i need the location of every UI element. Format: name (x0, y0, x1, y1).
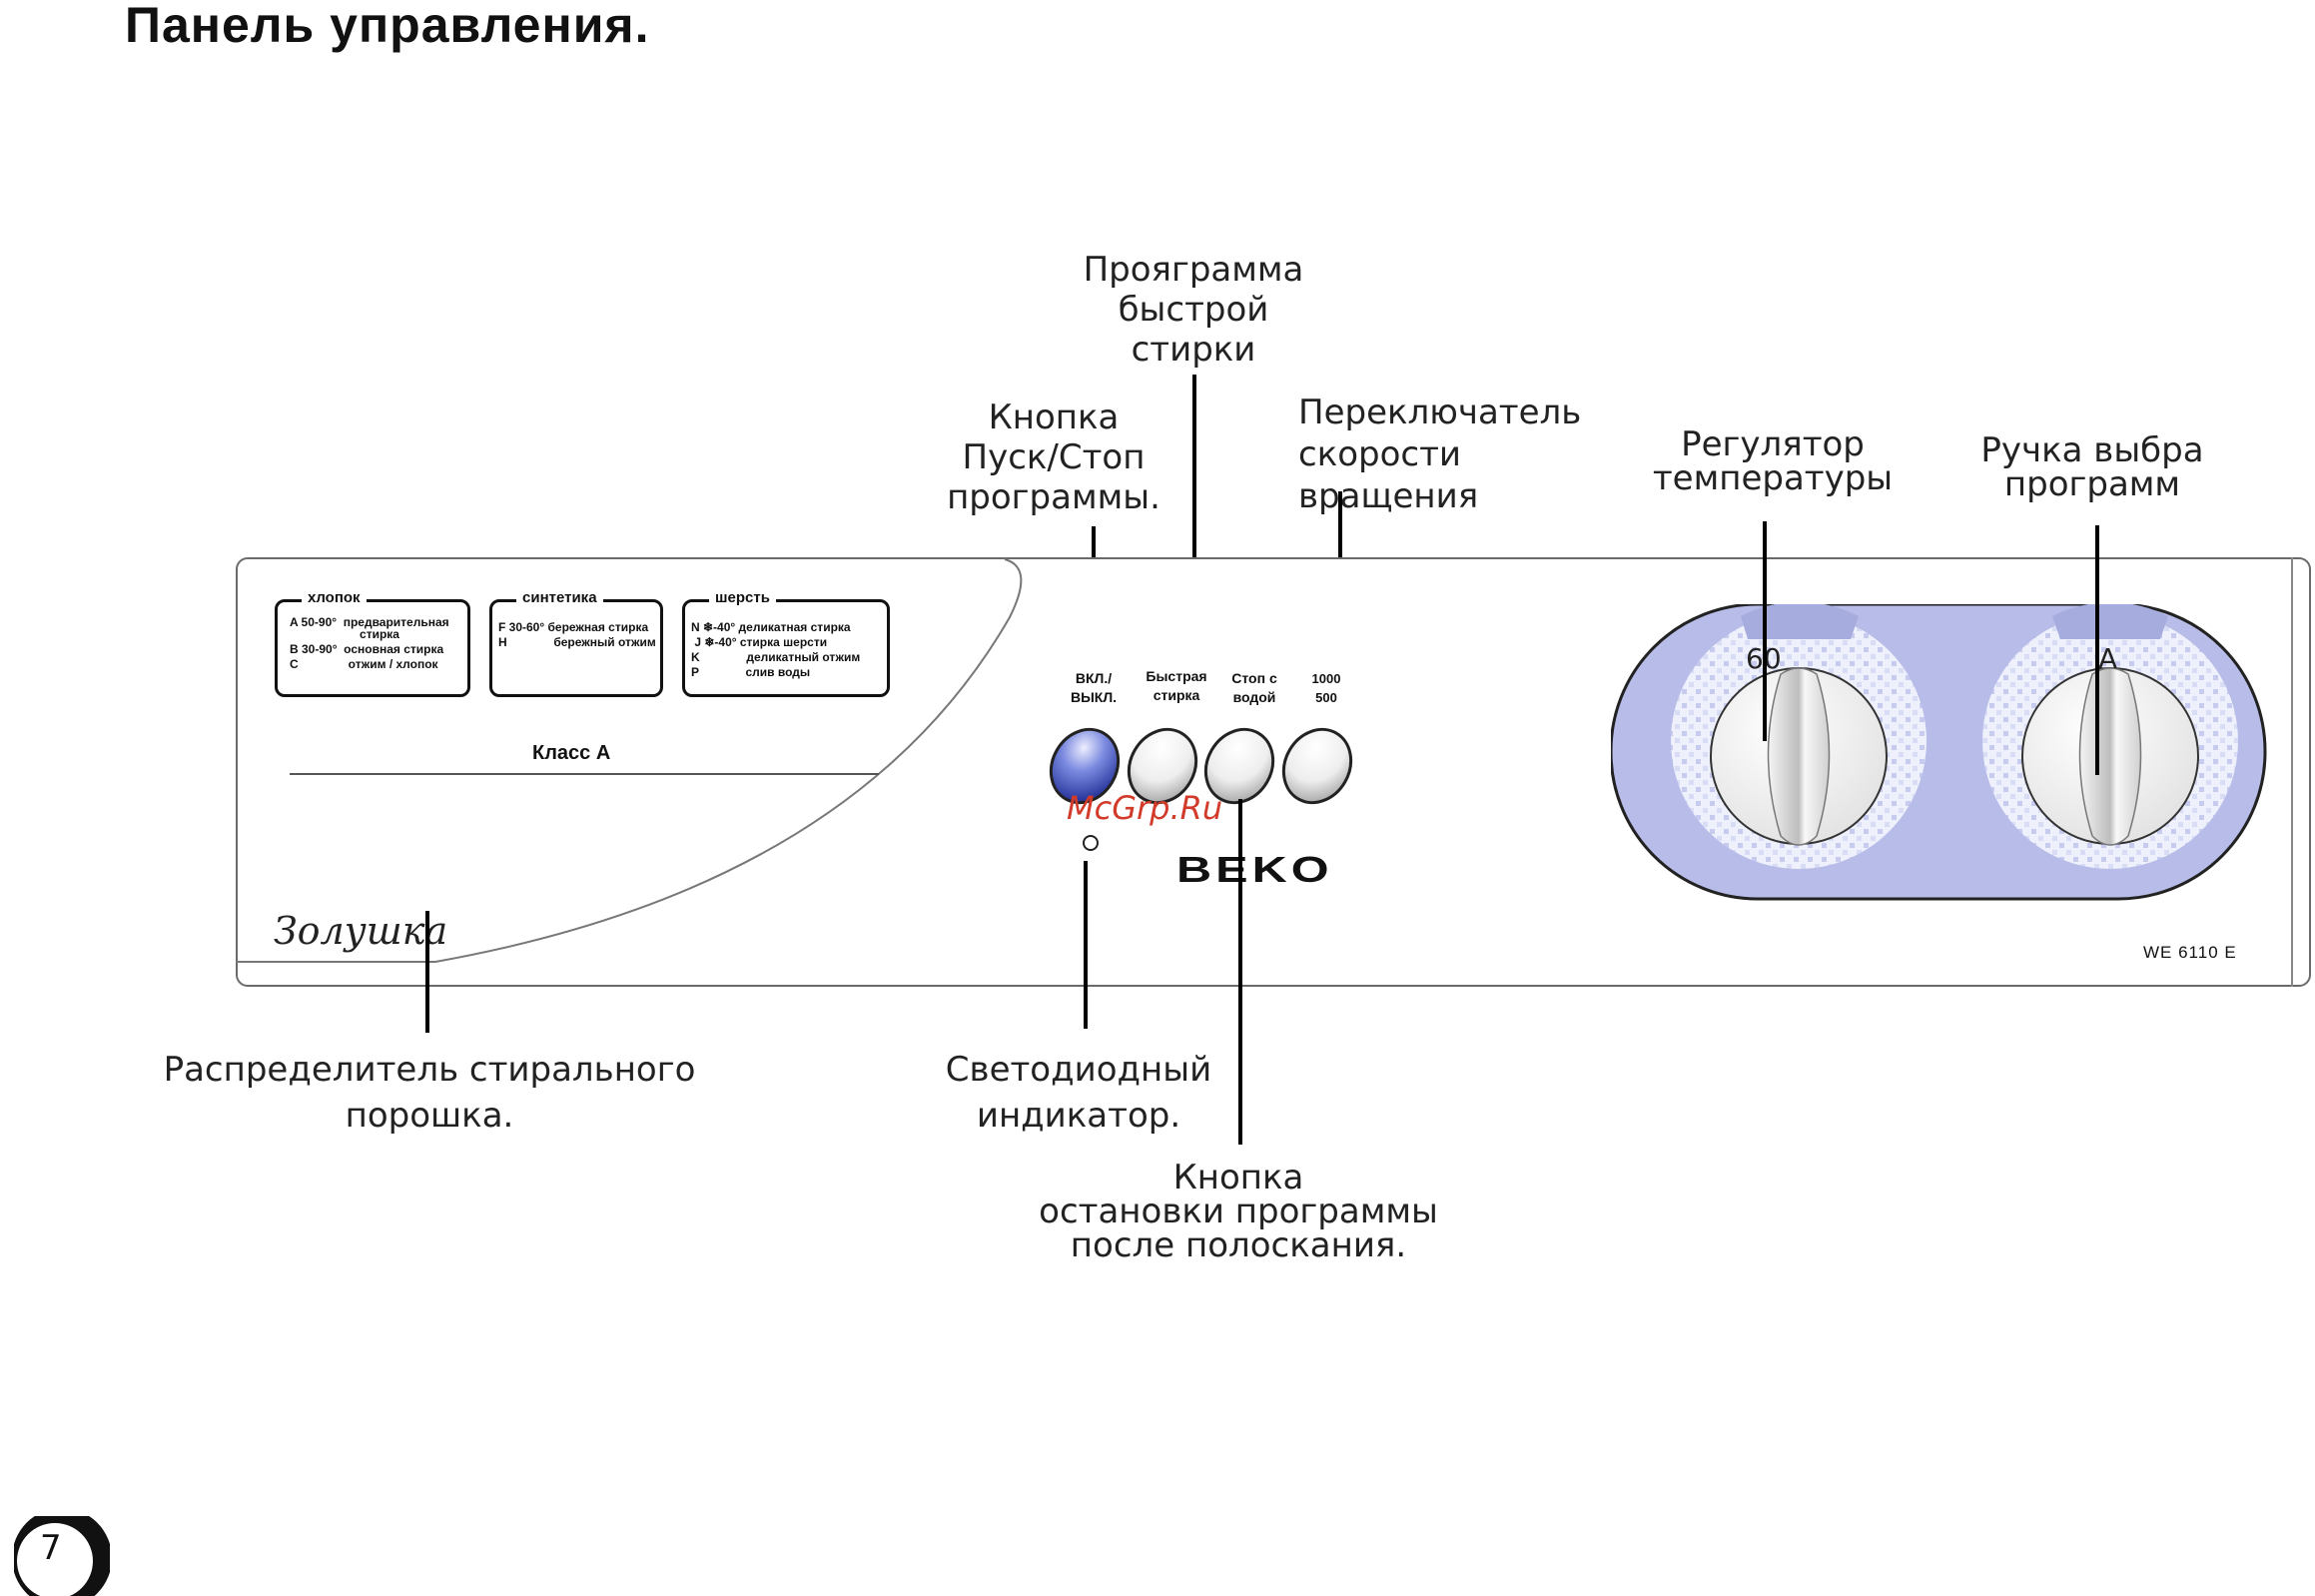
group-line: F 30-60° бережная стирка (498, 620, 649, 634)
led-indicator (1083, 835, 1099, 851)
group-line: J ❄-40° стирка шерсти (691, 635, 828, 649)
leader-line-quick-program (1192, 375, 1196, 642)
group-line: P слив воды (691, 665, 811, 679)
quick-wash-button[interactable] (1116, 724, 1208, 814)
brand-script: Золушка (274, 909, 448, 953)
leader-line-temperature (1763, 521, 1767, 741)
button-label-quick: Быстрая стирка (1146, 668, 1207, 703)
control-panel: хлопок A 50-90° предварительная стирка B… (236, 557, 2311, 987)
page-title: Панель управления. (125, 0, 650, 53)
program-group-synthetics: синтетика F 30-60° бережная стирка H бер… (489, 589, 663, 697)
group-label: синтетика (516, 589, 603, 606)
spin-speed-button[interactable] (1270, 724, 1363, 814)
page-number: 7 (40, 1528, 62, 1568)
leader-line-led (1084, 861, 1088, 1029)
program-value: A (2098, 642, 2118, 675)
callout-led: Светодиодный индикатор. (945, 1050, 1212, 1136)
leader-line-program-knob (2095, 525, 2099, 775)
group-label: шерсть (709, 589, 776, 606)
program-knob[interactable] (1982, 604, 2238, 869)
callout-spin-switch: Переключатель скорости вращения (1298, 393, 1582, 516)
leader-line-rinse-hold (1238, 799, 1242, 1145)
group-line: C отжим / хлопок (290, 657, 438, 671)
callout-rinse-hold: Кнопка остановки программы после полоска… (1039, 1158, 1438, 1265)
leader-line-dispenser (425, 911, 429, 1033)
temperature-knob[interactable] (1671, 604, 1927, 869)
callout-quick-program: Прояграмма быстрой стирки (1083, 250, 1304, 370)
callout-start-stop: Кнопка Пуск/Стоп программы. (947, 398, 1160, 517)
watermark: McGrp.Ru (1067, 789, 1223, 827)
dial-panel (1611, 604, 2267, 901)
button-label-power: ВКЛ./ ВЫКЛ. (1070, 670, 1118, 705)
group-line: N ❄-40° деликатная стирка (691, 620, 851, 634)
beko-logo: BEKO (1176, 849, 1333, 890)
button-row (1047, 724, 1363, 814)
power-button[interactable] (1047, 724, 1132, 814)
callout-program-knob: Ручка выбра программ (1980, 430, 2204, 504)
callout-dispenser: Распределитель стирального порошка. (163, 1050, 696, 1136)
program-group-wool: шерсть N ❄-40° деликатная стирка J ❄-40°… (682, 589, 890, 697)
rinse-hold-button[interactable] (1192, 724, 1285, 814)
button-label-spin: 1000 500 (1311, 671, 1341, 705)
group-line: стирка (290, 627, 399, 641)
program-group-cotton: хлопок A 50-90° предварительная стирка B… (275, 589, 470, 697)
page-number-badge (0, 1516, 110, 1596)
button-label-stop-water: Стоп с водой (1231, 670, 1277, 705)
model-label: WE 6110 E (2143, 943, 2237, 962)
detergent-drawer-outline (236, 558, 1023, 963)
group-label: хлопок (302, 589, 367, 606)
divider (290, 773, 879, 775)
group-line: K деликатный отжим (691, 650, 861, 664)
group-line: H бережный отжим (498, 635, 656, 649)
callout-temperature: Регулятор температуры (1652, 424, 1894, 498)
group-line: A 50-90° предварительная (290, 615, 449, 629)
group-line: B 30-90° основная стирка (290, 642, 444, 656)
energy-class-label: Класс А (532, 742, 611, 764)
